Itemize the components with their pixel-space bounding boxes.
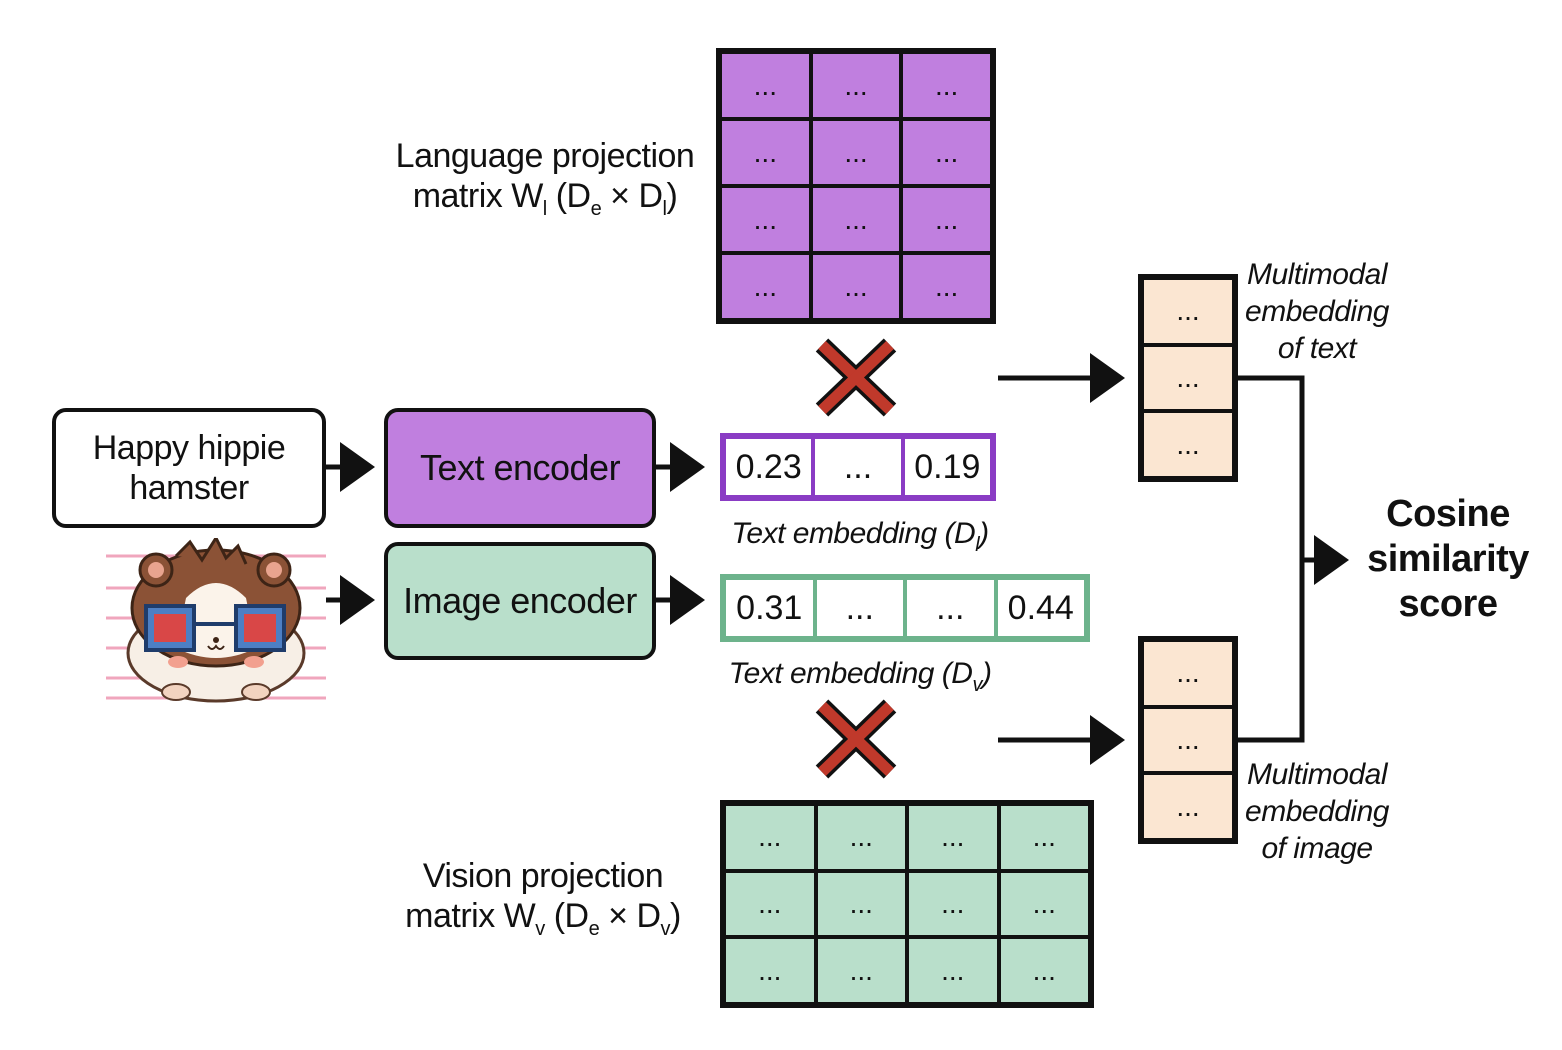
image-embedding-value: 0.44 [995, 578, 1086, 638]
image-embedding-caption: Text embedding (Dv) [728, 657, 992, 696]
image-encoder-label: Image encoder [403, 580, 637, 621]
multimodal-image-label-line2: embedding [1245, 795, 1389, 828]
image-embedding-value: ... [905, 578, 996, 638]
text-encoder-label: Text encoder [419, 447, 621, 488]
line-multimodal-text-merge [1236, 375, 1305, 743]
multiply-cross-icon-bottom [815, 699, 897, 779]
image-encoder-box: Image encoder [384, 542, 656, 660]
vision-matrix-label-line2: matrix Wv (De × Dv) [405, 897, 681, 940]
matrix-cell: ... [720, 253, 811, 320]
matrix-cell: ... [901, 119, 992, 186]
multimodal-text-cell: ... [1142, 278, 1234, 345]
hamster-image [106, 534, 326, 704]
matrix-cell: ... [998, 804, 1090, 871]
language-projection-matrix: ... ... ... ... ... ... ... ... ... ... … [716, 48, 996, 324]
image-embedding-value: ... [814, 578, 905, 638]
multimodal-image-label: Multimodal embedding of image [1232, 756, 1402, 867]
matrix-cell: ... [724, 937, 816, 1004]
text-embedding-caption: Text embedding (Dl) [731, 517, 989, 556]
matrix-cell: ... [815, 870, 907, 938]
matrix-cell: ... [810, 52, 902, 119]
language-matrix-label: Language projection matrix Wl (De × Dl) [380, 136, 710, 220]
matrix-cell: ... [810, 253, 902, 320]
language-matrix-label-line1: Language projection [395, 137, 695, 175]
multimodal-image-label-line3: of image [1261, 832, 1373, 865]
text-encoder-box: Text encoder [384, 408, 656, 528]
input-text-line2: hamster [129, 469, 249, 507]
matrix-cell: ... [907, 804, 999, 871]
matrix-cell: ... [907, 937, 999, 1004]
cosine-similarity-label: Cosine similarity score [1356, 492, 1540, 627]
matrix-cell: ... [724, 804, 816, 871]
multimodal-image-cell: ... [1142, 773, 1234, 840]
image-embedding-value: 0.31 [724, 578, 815, 638]
matrix-cell: ... [810, 119, 902, 186]
matrix-cell: ... [998, 870, 1090, 938]
cosine-label-line2: similarity [1367, 538, 1529, 580]
matrix-cell: ... [724, 870, 816, 938]
cosine-label-line1: Cosine [1386, 493, 1510, 535]
matrix-cell: ... [720, 52, 811, 119]
text-embedding-vector: 0.23 ... 0.19 [720, 433, 996, 501]
matrix-cell: ... [907, 870, 999, 938]
matrix-cell: ... [815, 804, 907, 871]
image-embedding-vector: 0.31 ... ... 0.44 [720, 574, 1090, 642]
input-text-box: Happy hippie hamster [52, 408, 326, 528]
multimodal-text-cell: ... [1142, 344, 1234, 412]
language-matrix-label-line2: matrix Wl (De × Dl) [412, 177, 678, 220]
text-embedding-value: 0.23 [724, 437, 814, 497]
input-text-line1: Happy hippie [92, 429, 286, 467]
multimodal-text-label: Multimodal embedding of text [1232, 256, 1402, 367]
matrix-cell: ... [720, 119, 811, 186]
multimodal-text-label-line3: of text [1277, 332, 1357, 365]
multimodal-image-label-line1: Multimodal [1246, 758, 1388, 791]
matrix-cell: ... [810, 186, 902, 253]
matrix-cell: ... [720, 186, 811, 253]
matrix-cell: ... [901, 52, 992, 119]
multiply-cross-icon-top [815, 338, 897, 417]
multimodal-image-cell: ... [1142, 640, 1234, 707]
vision-projection-matrix: ... ... ... ... ... ... ... ... ... ... … [720, 800, 1094, 1008]
matrix-cell: ... [998, 937, 1090, 1004]
multimodal-image-embedding: ... ... ... [1138, 636, 1238, 844]
matrix-cell: ... [815, 937, 907, 1004]
multimodal-text-label-line2: embedding [1245, 295, 1389, 328]
cosine-label-line3: score [1398, 583, 1498, 625]
multimodal-text-label-line1: Multimodal [1246, 258, 1388, 291]
multimodal-image-cell: ... [1142, 706, 1234, 774]
matrix-cell: ... [901, 186, 992, 253]
vision-matrix-label-line1: Vision projection [422, 857, 664, 895]
multimodal-text-embedding: ... ... ... [1138, 274, 1238, 482]
matrix-cell: ... [901, 253, 992, 320]
vision-matrix-label: Vision projection matrix Wv (De × Dv) [378, 856, 708, 940]
text-embedding-value: 0.19 [902, 437, 992, 497]
text-embedding-value: ... [813, 437, 903, 497]
multimodal-text-cell: ... [1142, 411, 1234, 478]
